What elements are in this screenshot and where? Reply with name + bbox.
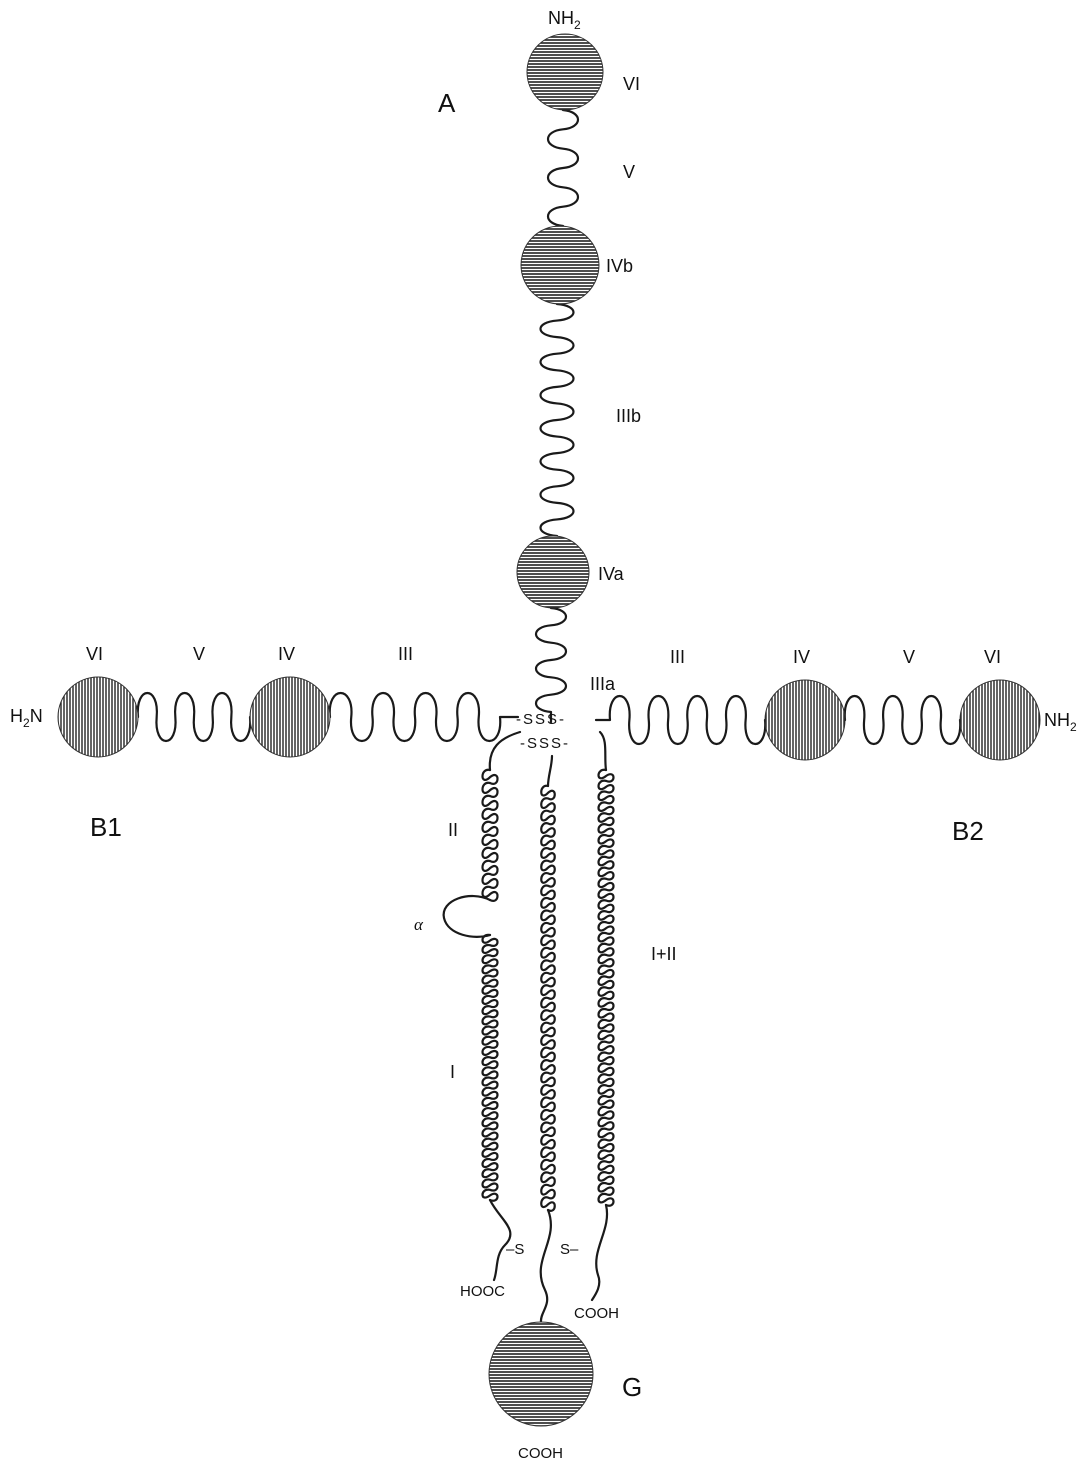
arm-label-g: G	[622, 1372, 642, 1402]
chain-a-label-ivb: IVb	[606, 256, 633, 276]
chain-a-domain-ivb-globule	[521, 226, 599, 304]
chain-a-label-iiib: IIIb	[616, 406, 641, 426]
chain-b2-domain-vi-globule	[960, 680, 1040, 760]
arm-label-b1: B1	[90, 812, 122, 842]
chain-b2-rod-v	[845, 696, 960, 744]
g-domain-c-terminus: COOH	[518, 1445, 563, 1462]
arm-label-b2: B2	[952, 816, 984, 846]
chain-b2-n-terminus: NH2	[1044, 710, 1077, 734]
chain-b2-domain-iv-globule	[765, 680, 845, 760]
chain-b1-n-terminus: H2N	[10, 706, 43, 730]
chain-a-rod-v	[548, 110, 578, 226]
chain-b1-label-i: I	[450, 1062, 455, 1082]
chain-a-rod-iiib	[541, 304, 574, 536]
chain-a-n-terminus: NH2	[548, 8, 581, 32]
chain-a-label-vi: VI	[623, 74, 640, 94]
arm-label-a: A	[438, 88, 456, 118]
chain-a-domain-vi-globule	[527, 34, 603, 110]
c-terminal-tails	[490, 1200, 607, 1322]
chain-b2-label-v: V	[903, 647, 915, 667]
disulfide-row-2: -SSS-	[520, 735, 570, 752]
chain-b2-label-iii: III	[670, 647, 685, 667]
chain-b1-domain-vi-globule	[58, 677, 138, 757]
chain-a-rod-iiia	[536, 608, 566, 722]
chain-a	[517, 34, 603, 722]
chain-a-label-v: V	[623, 162, 635, 182]
coil-right-b2	[599, 770, 614, 1206]
coil-middle-a	[541, 786, 555, 1211]
disulfide-left-bottom: –S	[506, 1241, 524, 1258]
chain-b2-label-iv: IV	[793, 647, 810, 667]
chain-b1	[58, 677, 518, 757]
chain-b1-c-terminus: HOOC	[460, 1283, 505, 1300]
g-domain-globule	[489, 1322, 593, 1426]
labels: A B1 B2 G NH2 VI V IVb IIIb IVa IIIa H2N…	[10, 8, 1077, 1462]
coil-left-b1	[483, 770, 498, 1201]
chain-b2	[596, 680, 1040, 760]
chain-b1-label-alpha: α	[414, 915, 424, 934]
chain-b1-label-iii: III	[398, 644, 413, 664]
chain-b1-label-ii: II	[448, 820, 458, 840]
chain-a-label-iiia: IIIa	[590, 674, 616, 694]
chain-b1-domain-iv-globule	[250, 677, 330, 757]
chain-b2-label-i-ii: I+II	[651, 944, 677, 964]
chain-b1-label-vi: VI	[86, 644, 103, 664]
chain-b2-label-vi: VI	[984, 647, 1001, 667]
chain-b2-c-terminus: COOH	[574, 1305, 619, 1322]
chain-b2-rod-iii	[596, 696, 765, 744]
disulfide-row-1: -SSS-	[516, 711, 566, 728]
chain-a-label-iva: IVa	[598, 564, 625, 584]
chain-b1-rod-v	[138, 693, 250, 741]
chain-a-domain-iva-globule	[517, 536, 589, 608]
disulfide-right-bottom: S–	[560, 1241, 579, 1258]
chain-b1-label-v: V	[193, 644, 205, 664]
chain-b1-rod-iii	[330, 693, 518, 741]
alpha-insert-loop	[444, 896, 490, 937]
chain-b1-label-iv: IV	[278, 644, 295, 664]
